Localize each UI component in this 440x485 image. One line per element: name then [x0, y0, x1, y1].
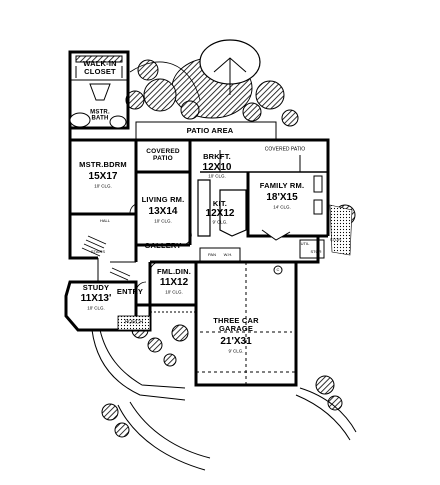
- hall-label: HALL: [99, 217, 111, 223]
- family-fireplace: [261, 175, 323, 241]
- kitchen-name: KIT.: [212, 199, 228, 209]
- storage-label: STOR.: [329, 236, 343, 242]
- driveway: [295, 387, 357, 441]
- brkft-dim: 12X10: [202, 161, 232, 173]
- c-symbol: C: [276, 266, 280, 272]
- stairs-label: STAIRS: [90, 248, 106, 254]
- stor2-label: STOR: [310, 248, 322, 254]
- util-label: UTIL: [300, 240, 310, 246]
- covered-patio-left-label: COVERED PATIO: [146, 148, 180, 162]
- kitchen-dim: 12X12: [205, 207, 235, 219]
- fml-din-dim: 11X12: [159, 276, 189, 288]
- pantry-label: PAN: [208, 251, 216, 257]
- garage-name: THREE CAR GARAGE: [213, 316, 259, 333]
- family-name: FAMILY RM.: [259, 181, 305, 191]
- entry-label: ENTRY: [116, 287, 144, 297]
- bath-fixtures: [69, 55, 127, 129]
- walkin-closet-label: WALK-IN CLOSET: [83, 59, 117, 76]
- mstr-bdrm-ceiling: 10' CLG.: [94, 183, 112, 189]
- family-dim: 18'X15: [266, 191, 298, 203]
- family-ceiling: 14' CLG.: [273, 204, 291, 210]
- living-name: LIVING RM.: [141, 195, 185, 205]
- mstr-bdrm-name: MSTR.BDRM: [79, 160, 127, 170]
- garage-ceiling: 9' CLG.: [228, 348, 244, 354]
- kitchen-ceiling: 9' CLG.: [212, 219, 228, 225]
- porch-label: PORCH: [124, 319, 144, 326]
- brkft-ceiling: 10' CLG.: [208, 173, 226, 179]
- living-ceiling: 10' CLG.: [154, 218, 172, 224]
- brkft-name: BRKFT.: [203, 152, 231, 162]
- mstr-bdrm-dim: 15X17: [88, 170, 118, 182]
- patio-area-label: PATIO AREA: [186, 126, 234, 136]
- living-dim: 13X14: [148, 205, 178, 217]
- garage-dim: 21'X31: [220, 335, 252, 347]
- landscape-top: [125, 39, 299, 127]
- gallery-label: GALLERY: [144, 241, 182, 251]
- interior-lines: [70, 79, 325, 385]
- kitchen-island: [197, 179, 247, 237]
- fml-din-ceiling: 10' CLG.: [165, 289, 183, 295]
- stairs-graphic: [81, 235, 131, 281]
- landscape-bottom: [91, 321, 211, 471]
- study-name: STUDY: [82, 283, 110, 293]
- study-ceiling: 10' CLG.: [87, 305, 105, 311]
- landscape-right: [315, 204, 356, 411]
- study-dim: 11X13': [80, 292, 112, 304]
- mstr-bath-label: MSTR. BATH: [90, 109, 110, 122]
- porch-area: [117, 315, 151, 331]
- covered-patio-right-label: COVERED PATIO: [264, 146, 306, 153]
- fml-din-name: FML.DIN.: [156, 267, 192, 277]
- wh-label: W.H.: [223, 251, 233, 257]
